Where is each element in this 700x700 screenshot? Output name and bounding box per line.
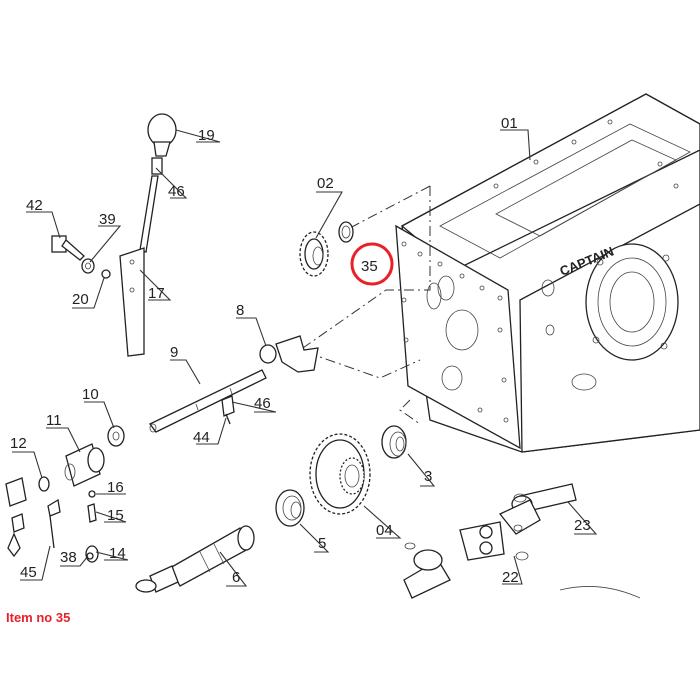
label-02: 02 [317, 175, 334, 192]
label-19: 19 [198, 127, 215, 144]
part-12 [5, 476, 50, 507]
gear-02 [299, 231, 329, 277]
small-parts [7, 395, 235, 563]
label-23: 23 [574, 517, 591, 534]
exploded-parts-diagram: CAPTAIN [5, 93, 700, 599]
label-9: 9 [170, 344, 178, 361]
bearing-3 [381, 425, 407, 459]
label-5: 5 [318, 535, 326, 552]
label-04: 04 [376, 522, 393, 539]
part-5 [275, 489, 305, 527]
highlight-circle [350, 242, 394, 286]
label-3: 3 [424, 468, 432, 485]
label-46-top: 46 [168, 183, 185, 200]
label-20: 20 [72, 291, 89, 308]
label-46-mid: 46 [254, 395, 271, 412]
label-8: 8 [236, 302, 244, 319]
label-16: 16 [107, 479, 124, 496]
label-01: 01 [501, 115, 518, 132]
item-caption: Item no 35 [6, 610, 71, 625]
label-11: 11 [46, 412, 62, 429]
label-38: 38 [60, 549, 77, 566]
gear-04 [309, 433, 371, 515]
washer-35 [338, 221, 354, 243]
assembly-line [298, 186, 431, 379]
universal-joint [403, 483, 641, 599]
leader-lines [12, 129, 598, 587]
label-14: 14 [109, 545, 126, 562]
label-44: 44 [193, 429, 210, 446]
label-42: 42 [26, 197, 43, 214]
bolt-42-assembly [51, 235, 111, 279]
label-17: 17 [148, 285, 165, 302]
label-22: 22 [502, 569, 519, 586]
callout-labels: 01 02 35 19 46 42 39 20 17 8 9 10 46 44 … [10, 115, 591, 586]
label-12: 12 [10, 435, 27, 452]
label-39: 39 [99, 211, 116, 228]
shift-fork-8 [259, 335, 319, 373]
label-6: 6 [232, 569, 240, 586]
rod-9 [149, 369, 267, 433]
part-10 [107, 425, 125, 447]
label-15: 15 [107, 507, 124, 524]
shaft-6 [135, 525, 255, 593]
part-11 [64, 443, 105, 487]
gearbox-housing: CAPTAIN [395, 93, 700, 453]
gear-lever-assembly [119, 113, 177, 357]
label-10: 10 [82, 386, 99, 403]
label-45: 45 [20, 564, 37, 581]
label-35: 35 [361, 258, 378, 275]
